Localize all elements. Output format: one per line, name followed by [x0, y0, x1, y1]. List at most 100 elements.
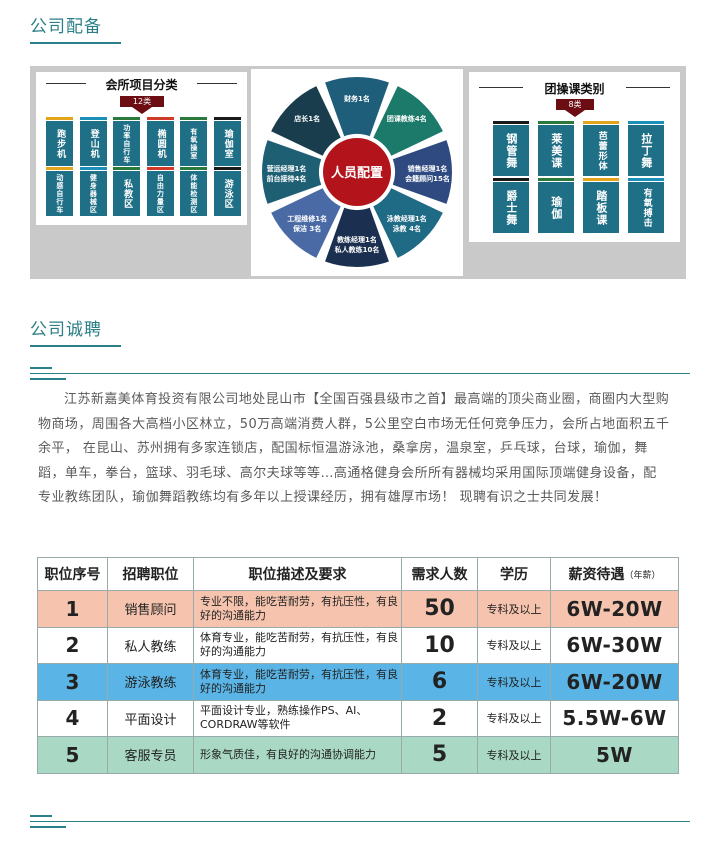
tile-accent — [113, 117, 140, 120]
class-tile: 爵士舞 — [493, 182, 529, 233]
staff-donut-chart: 人员配置 — [262, 77, 453, 267]
header-desc: 职位描述及要求 — [194, 557, 402, 591]
cell-salary: 6W-20W — [551, 664, 679, 701]
cell-desc: 形象气质佳，有良好的沟通协调能力 — [194, 737, 402, 774]
tile-accent — [79, 117, 107, 120]
cell-edu: 专科及以上 — [478, 737, 551, 774]
cell-position: 私人教练 — [108, 627, 194, 664]
header-no: 职位序号 — [37, 557, 108, 591]
cell-salary: 6W-20W — [551, 591, 679, 628]
cell-edu: 专科及以上 — [478, 627, 551, 664]
divider-accent — [30, 826, 66, 828]
staff-segment-label: 团课教练4名 — [386, 115, 427, 124]
project-tile: 游泳区 — [213, 171, 241, 216]
tile-accent — [628, 121, 664, 124]
tile-accent — [46, 167, 73, 170]
staff-segment — [325, 77, 389, 137]
cell-need: 6 — [402, 664, 478, 701]
tile-accent — [146, 117, 174, 120]
equipment-image-box: 会所项目分类 12类 跑步机登山机功率自行车椭圆机有氧操室瑜伽室动感自行车健身器… — [30, 66, 686, 279]
class-tile: 瑜伽 — [538, 182, 574, 233]
cell-salary: 6W-30W — [551, 627, 679, 664]
header-salary: 薪资待遇 （年薪） — [551, 557, 679, 591]
section-underline — [30, 345, 121, 347]
project-tile: 动感自行车 — [46, 171, 73, 216]
cell-need: 2 — [402, 700, 478, 737]
project-tile: 椭圆机 — [146, 121, 174, 166]
project-tile: 健身器械区 — [79, 171, 107, 216]
tile-accent — [46, 117, 73, 120]
cell-position: 客服专员 — [108, 737, 194, 774]
staff-segment-label: 泳教经理1名 泳教 4名 — [386, 214, 427, 233]
project-tile: 有氧操室 — [180, 121, 207, 166]
class-tile: 芭蕾形体 — [583, 125, 619, 176]
cell-desc: 专业不限，能吃苦耐劳，有抗压性，有良好的沟通能力 — [194, 591, 402, 628]
tile-accent — [628, 178, 664, 181]
staff-panel: 人员配置 财务1名团课教练4名销售经理1名 会籍顾问15名泳教经理1名 泳教 4… — [251, 69, 463, 276]
staff-center-label: 人员配置 — [331, 165, 383, 181]
tile-accent — [583, 178, 619, 181]
project-tile: 跑步机 — [46, 121, 73, 166]
cell-need: 5 — [402, 737, 478, 774]
tile-accent — [79, 167, 107, 170]
cell-no: 1 — [37, 591, 108, 628]
staff-segment — [271, 86, 341, 156]
staff-segment — [262, 140, 322, 204]
cell-desc: 平面设计专业，熟练操作PS、AI、CORDRAW等软件 — [194, 700, 402, 737]
section-title-recruit: 公司诚聘 — [30, 320, 102, 340]
cell-position: 游泳教练 — [108, 664, 194, 701]
staff-segment — [373, 188, 443, 258]
staff-segment — [392, 140, 453, 204]
staff-segment — [271, 188, 341, 258]
class-tile: 拉丁舞 — [628, 125, 664, 176]
tile-accent — [213, 117, 241, 120]
cell-desc: 体育专业，能吃苦耐劳，有抗压性，有良好的沟通能力 — [194, 627, 402, 664]
tile-accent — [493, 121, 529, 124]
tile-accent — [180, 167, 207, 170]
staff-segment — [373, 86, 443, 156]
tile-accent — [180, 117, 207, 120]
divider-line — [30, 821, 690, 822]
cell-edu: 专科及以上 — [478, 664, 551, 701]
divider-accent — [30, 367, 52, 369]
class-tile: 莱美课 — [538, 125, 574, 176]
projects-title: 会所项目分类 — [105, 78, 178, 92]
divider-line — [30, 373, 690, 374]
project-tile: 体能检测区 — [180, 171, 207, 216]
cell-position: 销售顾问 — [108, 591, 194, 628]
salary-note: （年薪） — [624, 570, 661, 581]
cell-need: 10 — [402, 627, 478, 664]
cell-no: 5 — [37, 737, 108, 774]
class-tile: 踏板课 — [583, 182, 619, 233]
section-underline — [30, 42, 121, 44]
cell-salary: 5W — [551, 737, 679, 774]
staff-segment-label: 财务1名 — [344, 94, 370, 103]
header-edu: 学历 — [478, 557, 551, 591]
projects-count-badge: 12类 — [120, 96, 164, 114]
cell-position: 平面设计 — [108, 700, 194, 737]
class-tile: 有氧搏击 — [628, 182, 664, 233]
cell-no: 3 — [37, 664, 108, 701]
class-tile: 钢管舞 — [493, 125, 529, 176]
staff-segment-label: 销售经理1名 会籍顾问15名 — [405, 165, 450, 183]
staff-segment-label: 工程维修1名 保洁 3名 — [287, 214, 328, 233]
project-tile: 登山机 — [79, 121, 107, 166]
section-title-equipment: 公司配备 — [30, 17, 102, 37]
company-intro-text: 江苏新嘉美体育投资有限公司地处昆山市【全国百强县级市之首】最高端的顶尖商业圈，商… — [38, 392, 670, 506]
tile-accent — [146, 167, 174, 170]
staff-segment-label: 教练经理1名 私人教练10名 — [334, 235, 380, 254]
staff-segment-label: 店长1名 — [294, 115, 321, 124]
table-header-row: 职位序号 招聘职位 职位描述及要求 需求人数 学历 薪资待遇 （年薪） — [37, 557, 679, 591]
project-tile: 私教区 — [113, 171, 140, 216]
staff-segment-label: 营运经理1名 前台接待4名 — [266, 165, 307, 183]
cell-no: 4 — [37, 700, 108, 737]
project-tile: 功率自行车 — [113, 121, 140, 166]
divider-accent — [30, 378, 66, 380]
projects-panel: 会所项目分类 12类 跑步机登山机功率自行车椭圆机有氧操室瑜伽室动感自行车健身器… — [36, 72, 247, 225]
tile-accent — [213, 167, 241, 170]
